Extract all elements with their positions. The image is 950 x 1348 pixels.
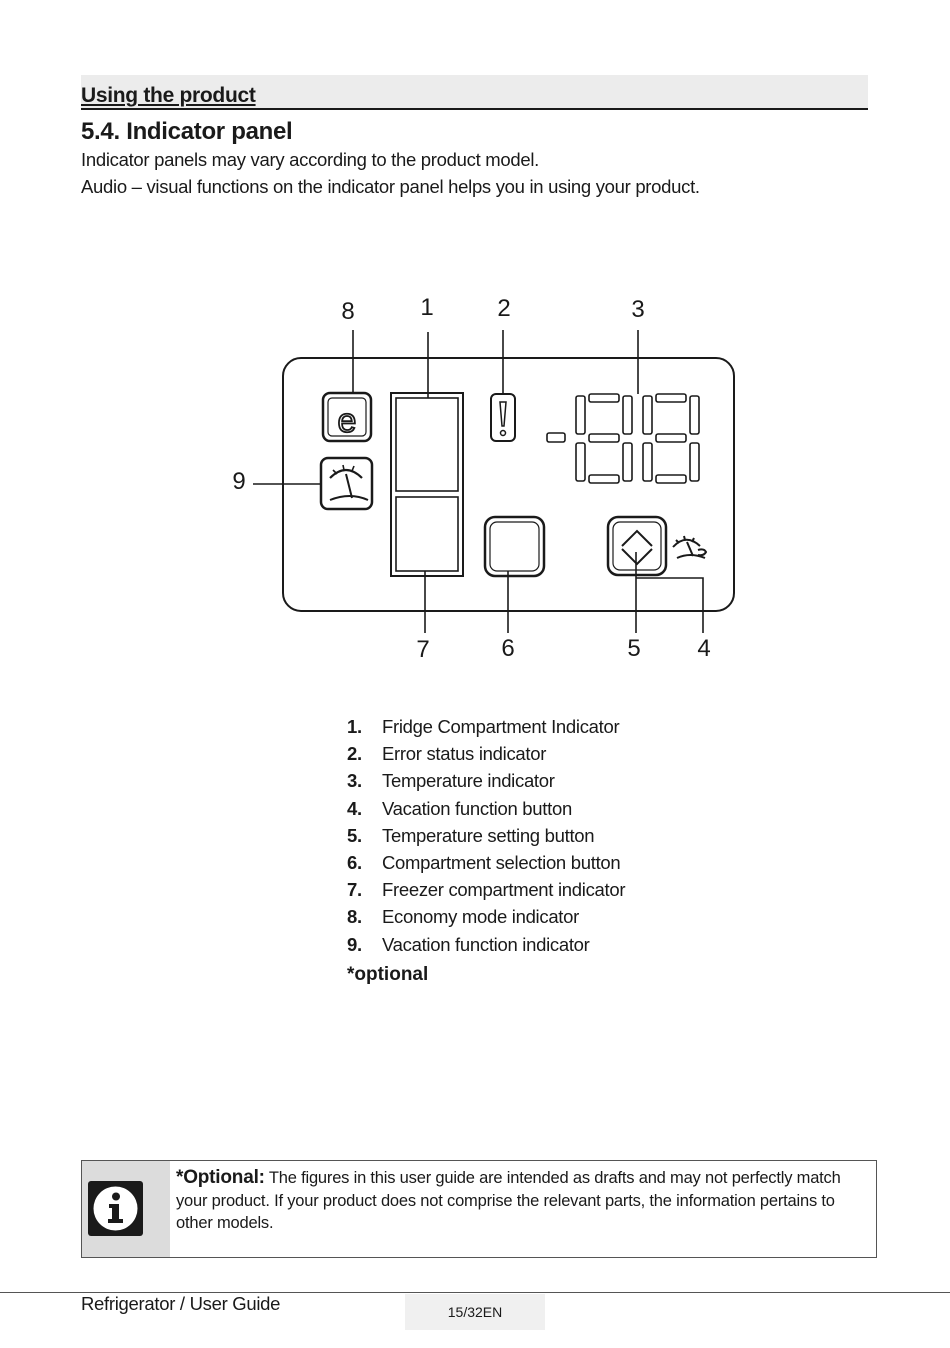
callout-8: 8 [341,298,354,325]
indicator-legend-list: 1.Fridge Compartment Indicator 2.Error s… [347,716,626,961]
legend-item: 8.Economy mode indicator [347,906,579,928]
info-note-lead: *Optional: [176,1167,265,1188]
economy-e-icon: e [321,391,373,443]
compartment-selection-button [483,515,546,578]
legend-item: 5.Temperature setting button [347,824,595,846]
up-down-chevron-icon [606,515,668,577]
callout-3: 3 [631,296,644,323]
legend-item: 4.Vacation function button [347,797,572,819]
callout-1: 1 [420,294,433,321]
vacation-beach-umbrella-icon [319,456,374,511]
vacation-button-icon [672,535,708,559]
callout-5: 5 [627,635,640,662]
info-note-box: *Optional: The figures in this user guid… [81,1160,877,1258]
legend-item: 2.Error status indicator [347,743,547,765]
temperature-digit-1 [575,393,633,484]
compartment-indicator-outline [390,392,464,577]
temperature-digit-2 [642,393,700,484]
leader-lines [253,330,704,633]
exclamation-icon [490,393,516,442]
legend-item: 1.Fridge Compartment Indicator [347,716,620,737]
legend-item: 6.Compartment selection button [347,851,621,873]
page-heading: 5.4. Indicator panel [81,118,293,145]
footer-doc-title: Refrigerator / User Guide [81,1293,281,1314]
fridge-compartment-segment [395,397,459,492]
intro-line-2: Audio – visual functions on the indicato… [81,176,700,197]
legend-item: 7.Freezer compartment indicator [347,879,626,901]
info-note-text: *Optional: The figures in this user guid… [176,1167,866,1235]
minus-segment [546,432,566,443]
freezer-compartment-segment [395,496,459,572]
footer-page-number: 15/32EN [405,1294,545,1330]
svg-text:e: e [338,402,357,440]
info-icon-cell [82,1161,170,1257]
legend-optional-note: *optional [347,964,429,985]
section-header-bar: Using the product [81,75,868,110]
intro-line-1: Indicator panels may vary according to t… [81,149,539,170]
section-title: Using the product [81,84,256,107]
footer-divider [0,1292,950,1293]
callout-4: 4 [697,635,710,662]
callout-2: 2 [497,295,510,322]
legend-item: 9.Vacation function indicator [347,933,590,955]
callout-7: 7 [416,636,429,663]
callout-9: 9 [232,468,245,495]
info-note-body: The figures in this user guide are inten… [176,1169,841,1232]
info-icon [88,1181,143,1236]
legend-item: 3.Temperature indicator [347,770,555,792]
indicator-panel-diagram: e [232,294,735,663]
callout-6: 6 [501,635,514,662]
